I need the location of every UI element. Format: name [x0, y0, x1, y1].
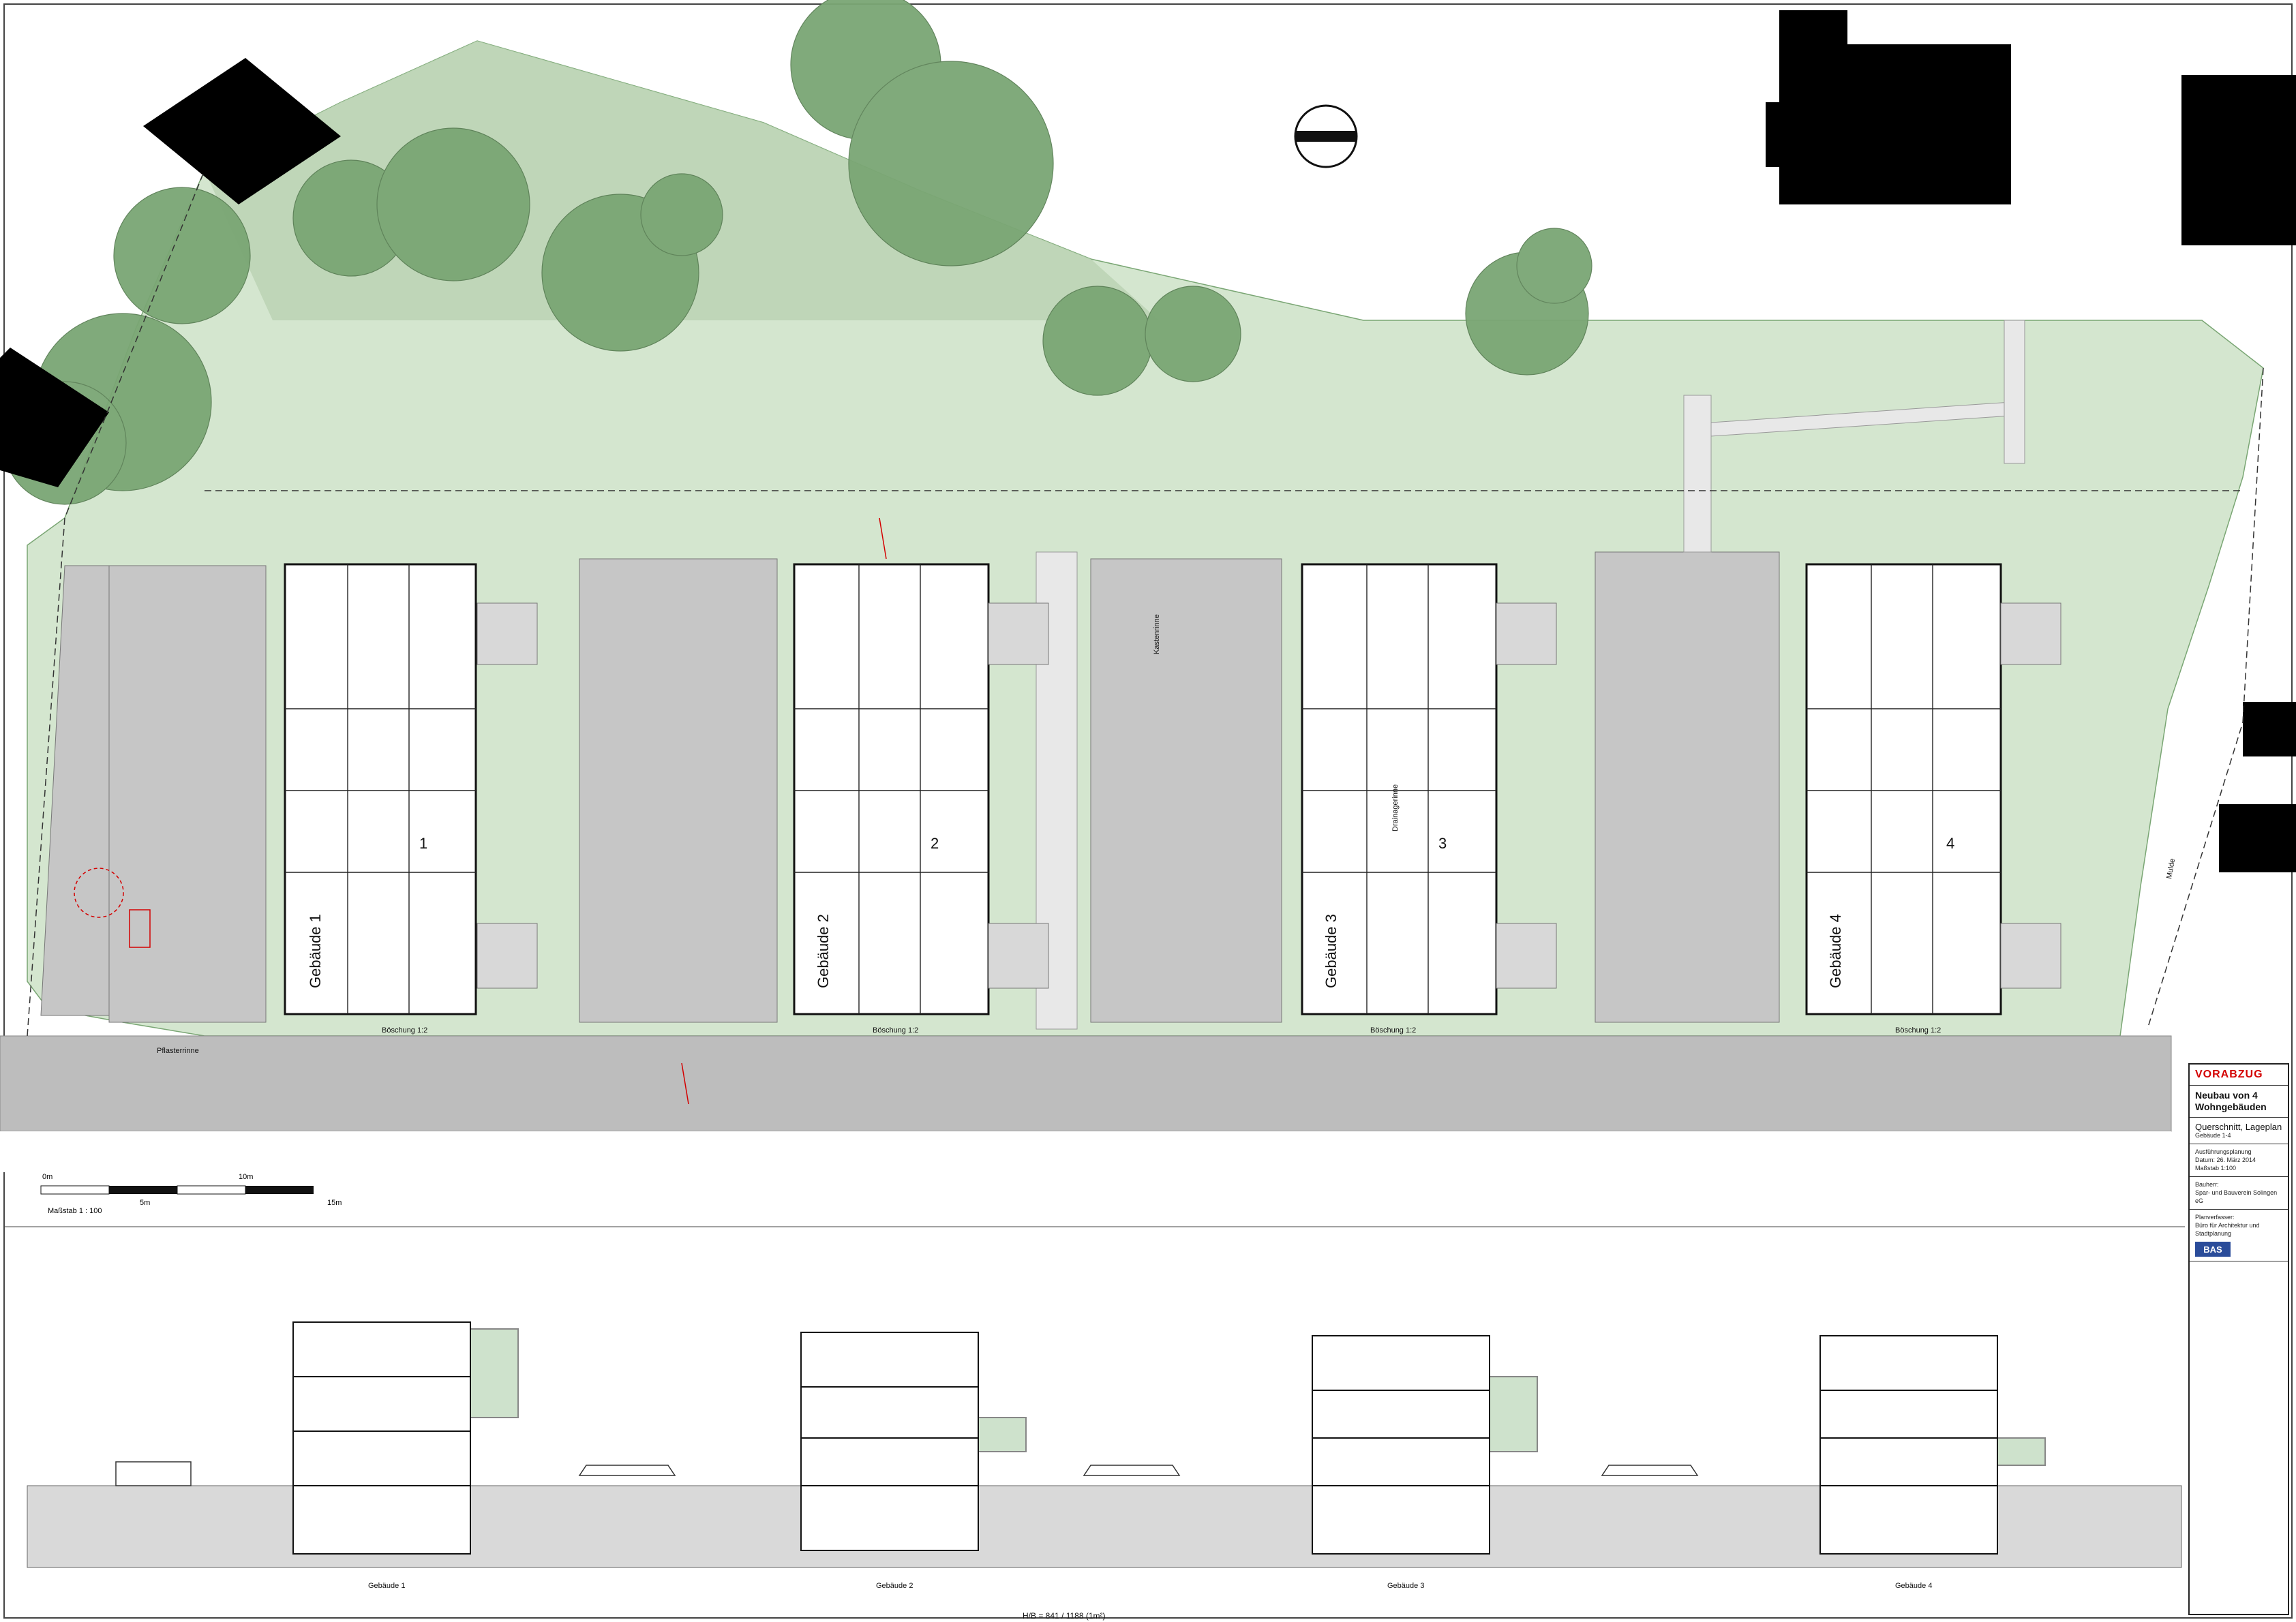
scale-tick-5: 5m: [140, 1199, 150, 1207]
building-numbers: 1 2 3 4: [419, 835, 1954, 852]
scale-tick-10: 10m: [239, 1173, 253, 1181]
building-2-number: 2: [931, 835, 939, 852]
title-drawing-row: Querschnitt, Lageplan Gebäude 1-4: [2190, 1118, 2288, 1145]
building-labels: Gebäude 1 Gebäude 2 Gebäude 3 Gebäude 4: [307, 914, 1844, 988]
section-label-1: Gebäude 1: [368, 1582, 405, 1590]
building-1-footprint: [284, 563, 477, 1015]
title-drawing: Querschnitt, Lageplan: [2195, 1121, 2282, 1132]
section-label-4: Gebäude 4: [1895, 1582, 1932, 1590]
section-carports: [115, 1461, 1699, 1486]
scale-tick-15: 15m: [327, 1199, 342, 1207]
section-building-2: [800, 1332, 1027, 1551]
annotation-boeschung-2: Böschung 1:2: [873, 1026, 918, 1035]
buildings: [284, 563, 2002, 1015]
annotations: Böschung 1:2 Böschung 1:2 Böschung 1:2 B…: [157, 614, 2177, 1055]
building-1-number: 1: [419, 835, 427, 852]
building-4-footprint: [1805, 563, 2002, 1015]
annotation-mulde: Mulde: [2165, 858, 2177, 880]
building-interiors: [285, 564, 2001, 1014]
building-4-label: Gebäude 4: [1827, 914, 1844, 988]
title-drawing-sub: Gebäude 1-4: [2195, 1131, 2231, 1139]
building-3-number: 3: [1438, 835, 1447, 852]
scale-bar: 0m 5m 10m 15m Maßstab 1 : 100: [40, 1173, 342, 1215]
title-project-row: Neubau von 4 Wohngebäuden: [2190, 1086, 2288, 1118]
building-2-footprint: [793, 563, 990, 1015]
annotation-kastenrinne: Kastenrinne: [1153, 614, 1161, 654]
scale-caption: Maßstab 1 : 100: [48, 1207, 102, 1215]
title-client-row: Bauherr: Spar- und Bauverein Solingen eG: [2190, 1177, 2288, 1210]
annotation-boeschung-3: Böschung 1:2: [1370, 1026, 1416, 1035]
scale-tick-0: 0m: [42, 1173, 52, 1181]
red-markers: [74, 517, 887, 1105]
title-scale: Maßstab 1:100: [2195, 1164, 2237, 1172]
bas-logo: BAS: [2195, 1242, 2231, 1257]
annotation-boeschung-4: Böschung 1:2: [1895, 1026, 1941, 1035]
terraces: [477, 602, 2061, 989]
building-1-label: Gebäude 1: [307, 914, 324, 988]
building-3-label: Gebäude 3: [1323, 914, 1340, 988]
title-planner-label: Planverfasser:: [2195, 1214, 2235, 1221]
title-client-label: Bauherr:: [2195, 1181, 2219, 1189]
section-building-1: [292, 1321, 519, 1555]
building-3-footprint: [1301, 563, 1498, 1015]
annotation-boeschung-1: Böschung 1:2: [382, 1026, 427, 1035]
section-buildings: [292, 1321, 2046, 1555]
title-planner: Büro für Architektur und Stadtplanung: [2195, 1222, 2260, 1237]
trees: [3, 0, 1592, 505]
parking-strips: [40, 551, 1780, 1023]
building-4-number: 4: [1946, 835, 1954, 852]
plot-boundary: [27, 170, 2264, 1037]
title-client: Spar- und Bauverein Solingen eG: [2195, 1189, 2278, 1204]
section-label-3: Gebäude 3: [1387, 1582, 1424, 1590]
building-2-label: Gebäude 2: [815, 914, 832, 988]
section-building-3: [1312, 1335, 1538, 1555]
title-block: VORABZUG Neubau von 4 Wohngebäuden Quers…: [2188, 1063, 2289, 1615]
title-phase-row: Ausführungsplanung Datum: 26. März 2014 …: [2190, 1144, 2288, 1178]
section-building-4: [1819, 1335, 2046, 1555]
road: [0, 1035, 2172, 1132]
section-labels: Gebäude 1 Gebäude 2 Gebäude 3 Gebäude 4: [368, 1582, 1932, 1590]
road-white: [0, 1131, 2171, 1172]
title-meta: Datum: 26. März 2014: [2195, 1156, 2256, 1163]
title-project: Neubau von 4 Wohngebäuden: [2195, 1090, 2267, 1112]
title-planner-row: Planverfasser: Büro für Architektur und …: [2190, 1210, 2288, 1262]
neighbour-buildings: [0, 10, 2296, 872]
format-label: H/B = 841 / 1188 (1m²): [1023, 1611, 1106, 1621]
title-phase: Ausführungsplanung: [2195, 1148, 2252, 1156]
title-status: VORABZUG: [2190, 1065, 2288, 1086]
annotation-drainage: Drainagerinne: [1391, 784, 1400, 831]
section-label-2: Gebäude 2: [876, 1582, 913, 1590]
annotation-pflasterrinne: Pflasterrinne: [157, 1047, 199, 1055]
north-arrow: [1294, 104, 1358, 168]
